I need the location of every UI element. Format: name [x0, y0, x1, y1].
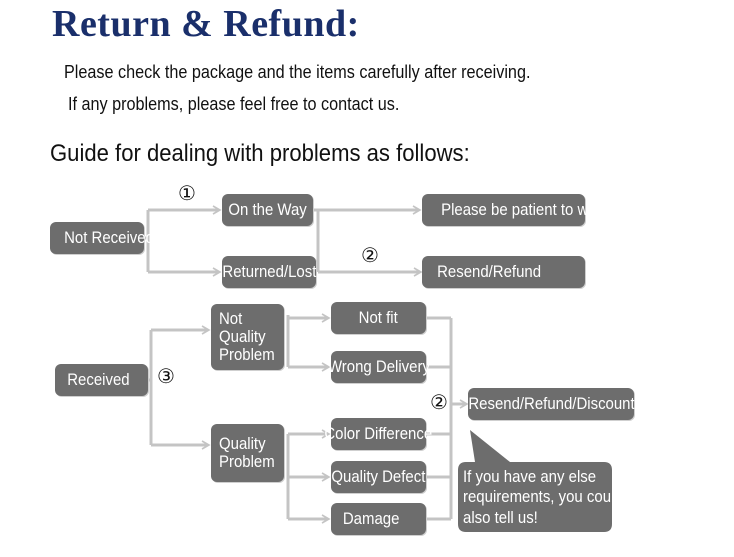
box-color-difference: Color Difference	[325, 418, 432, 450]
box-received: Received	[55, 364, 148, 396]
connector-received-trunk	[148, 330, 153, 445]
box-not-received: Not Received	[50, 222, 154, 254]
speech-bubble	[458, 430, 612, 532]
intro-line-2: If any problems, please feel free to con…	[68, 94, 400, 114]
guide-heading: Guide for dealing with problems as follo…	[50, 140, 470, 167]
step-marker-3: ③	[157, 366, 175, 388]
box-not-fit: Not fit	[331, 302, 426, 334]
box-resend-refund: Resend/Refund	[422, 256, 585, 288]
box-resend-refund-discount: Resend/Refund/Discount	[468, 388, 634, 420]
connector-notreceived-trunk	[144, 210, 150, 272]
step-marker-2b: ②	[430, 392, 448, 414]
box-wrong-delivery: Wrong Delivery	[328, 351, 429, 383]
box-not-quality-problem: Not Quality Problem	[211, 304, 284, 370]
page-title: Return & Refund:	[52, 3, 360, 45]
box-quality-defect: Quality Defect	[331, 461, 426, 493]
intro-line-1: Please check the package and the items c…	[64, 62, 531, 82]
box-patient-wait: Please be patient to wait	[422, 194, 604, 226]
box-damage: Damage	[331, 503, 426, 535]
box-quality-problem: Quality Problem	[211, 424, 284, 482]
step-marker-2: ②	[361, 245, 379, 267]
box-on-the-way: On the Way	[222, 194, 313, 226]
step-marker-1: ①	[178, 183, 196, 205]
connector-right-collector	[426, 316, 453, 521]
speech-bubble-text: If you have any else requirements, you c…	[463, 467, 623, 527]
box-returned-lost: Returned/Lost	[222, 256, 316, 288]
